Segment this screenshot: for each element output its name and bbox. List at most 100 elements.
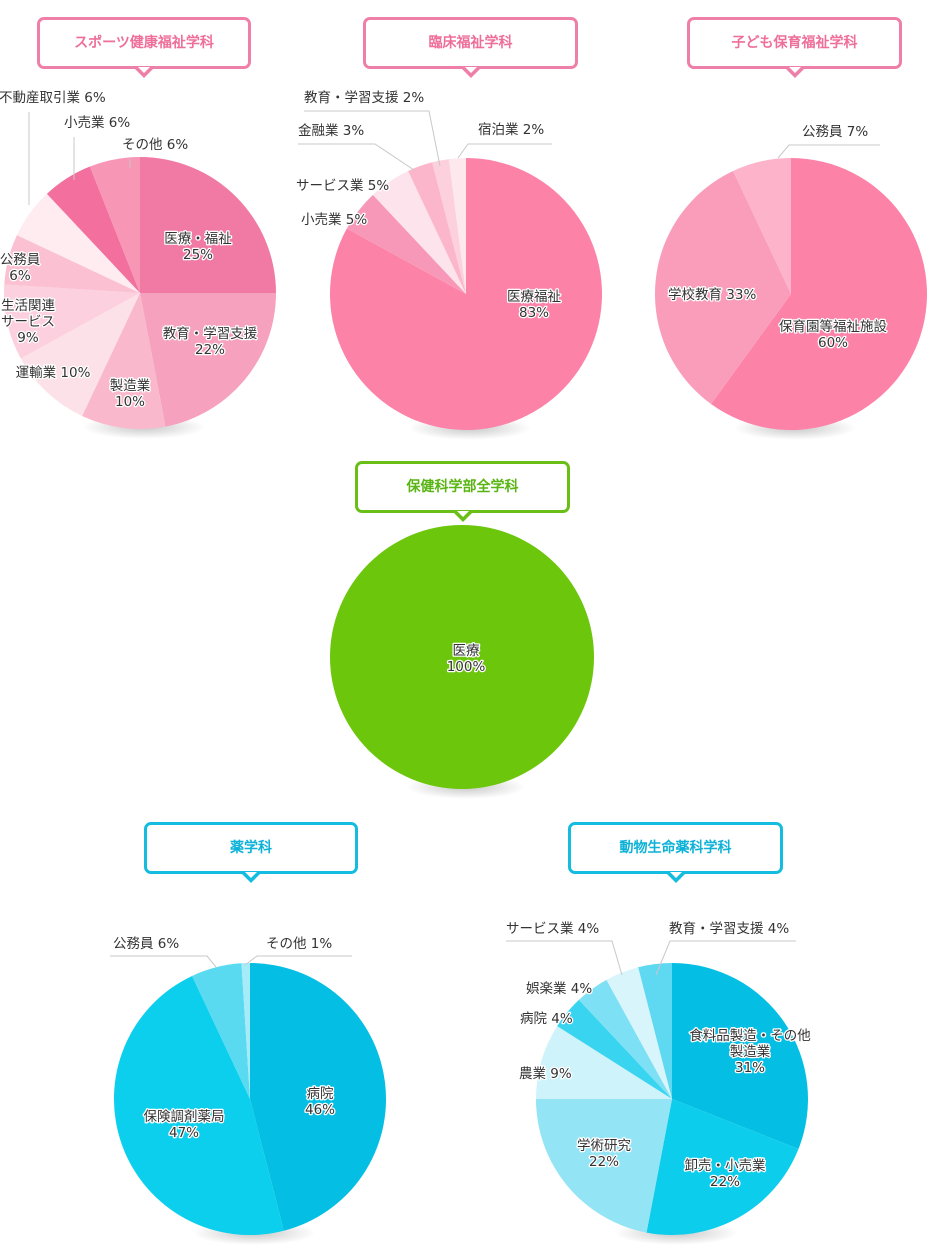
leader-line bbox=[304, 110, 441, 167]
pie-slice bbox=[330, 525, 594, 789]
pie-slice bbox=[140, 157, 276, 293]
slice-label: 公務員 7% bbox=[802, 124, 868, 140]
slice-label-line: 医療 bbox=[453, 642, 480, 659]
title-clinical: 臨床福祉学科 bbox=[363, 17, 578, 78]
slice-label-line: 25% bbox=[183, 247, 213, 263]
slice-label-line: 農業 9% bbox=[519, 1066, 572, 1082]
slice-label-line: 学校教育 33% bbox=[668, 286, 756, 303]
leader-line bbox=[457, 143, 552, 159]
slice-label-line: 公務員 7% bbox=[802, 124, 868, 140]
slice-label-line: 9% bbox=[17, 330, 39, 346]
slice-label-line: 教育・学習支援 4% bbox=[669, 921, 789, 937]
pie-slice bbox=[241, 963, 250, 1099]
slice-label-line: 学術研究 bbox=[577, 1138, 631, 1154]
pie-slice bbox=[606, 967, 672, 1099]
pie-slice bbox=[536, 1099, 672, 1233]
slice-label: 教育・学習支援 4% bbox=[669, 921, 789, 937]
pie-slice bbox=[672, 963, 808, 1150]
title-sports: スポーツ健康福祉学科 bbox=[37, 17, 251, 78]
slice-label: 小売業 6% bbox=[64, 115, 130, 131]
slice-label-line: 製造業 bbox=[730, 1044, 771, 1060]
title-clinical-label: 臨床福祉学科 bbox=[428, 35, 513, 51]
slice-label: 宿泊業 2% bbox=[478, 121, 544, 138]
pie-slice bbox=[113, 975, 284, 1236]
pie-slice bbox=[646, 1099, 799, 1235]
slice-label-line: 小売業 6% bbox=[64, 115, 130, 131]
title-sports-label: スポーツ健康福祉学科 bbox=[74, 35, 214, 51]
leader-line bbox=[506, 940, 623, 976]
bubble-tail bbox=[785, 69, 804, 78]
slice-label-line: 22% bbox=[710, 1174, 740, 1190]
slice-label-line: 病院 4% bbox=[520, 1011, 573, 1027]
bubble-tail-inner bbox=[669, 872, 682, 878]
pie-slice bbox=[536, 1026, 672, 1099]
title-child-label: 子ども保育福祉学科 bbox=[731, 35, 858, 51]
slice-label: 学校教育 33% bbox=[668, 286, 756, 303]
slice-label-line: 保育園等福祉施設 bbox=[779, 318, 887, 335]
slice-label: 小売業 5% bbox=[301, 212, 367, 228]
bubble-tail-inner bbox=[138, 67, 150, 73]
bubble-tail-inner bbox=[788, 67, 801, 73]
title-all: 保健科学部全学科 bbox=[355, 461, 570, 522]
slice-label-line: その他 1% bbox=[266, 936, 332, 952]
pie-slice bbox=[89, 157, 140, 293]
slice-label: 教育・学習支援 2% bbox=[304, 90, 424, 106]
slice-label: その他 1% bbox=[266, 936, 332, 952]
bubble-tail bbox=[461, 69, 480, 78]
slice-label-line: 病院 bbox=[307, 1086, 334, 1102]
slice-label: 運輸業 10% bbox=[16, 365, 91, 381]
pie-slice bbox=[733, 158, 791, 294]
pie-slice bbox=[448, 158, 466, 294]
slice-label-line: 娯楽業 4% bbox=[526, 981, 592, 997]
leader-line bbox=[298, 143, 415, 171]
pie-slice bbox=[372, 170, 466, 294]
slice-label-line: 不動産取引業 6% bbox=[0, 90, 106, 106]
slice-label-line: 10% bbox=[115, 394, 145, 410]
title-child: 子ども保育福祉学科 bbox=[687, 17, 902, 78]
slice-label-line: 22% bbox=[589, 1154, 619, 1170]
slice-label-line: 46% bbox=[305, 1102, 335, 1118]
slice-label-line: サービス業 4% bbox=[506, 921, 599, 937]
slice-label: 娯楽業 4% bbox=[526, 981, 592, 997]
slice-label-line: 22% bbox=[195, 342, 225, 358]
title-animal: 動物生命薬科学科 bbox=[568, 822, 783, 883]
slice-label-line: 6% bbox=[9, 268, 31, 284]
pie-slice bbox=[557, 999, 672, 1099]
pie-slice bbox=[711, 158, 927, 431]
pie-slice bbox=[250, 963, 387, 1231]
pie-slice bbox=[4, 235, 140, 293]
pie-slice bbox=[578, 979, 672, 1099]
bubble-tail-inner bbox=[245, 872, 257, 878]
slice-label-line: 医療福祉 bbox=[507, 288, 561, 305]
bubble-tail bbox=[135, 69, 153, 78]
slice-label-line: 宿泊業 2% bbox=[478, 121, 544, 138]
slice-label-line: 食料品製造・その他 bbox=[689, 1027, 811, 1044]
leader-line bbox=[110, 955, 217, 968]
slice-label-line: 運輸業 10% bbox=[16, 365, 91, 381]
title-pharmacy-label: 薬学科 bbox=[230, 840, 272, 856]
slice-label: その他 6% bbox=[122, 137, 188, 153]
slice-label-line: 製造業 bbox=[110, 378, 151, 394]
slice-label-line: 医療・福祉 bbox=[164, 230, 232, 247]
pie-slice bbox=[192, 963, 250, 1099]
slice-label-line: 公務員 6% bbox=[113, 936, 179, 952]
slice-label: 農業 9% bbox=[519, 1066, 572, 1082]
leader-line bbox=[777, 144, 880, 159]
slice-label: サービス業 4% bbox=[506, 921, 599, 937]
pie-slice bbox=[638, 963, 672, 1099]
